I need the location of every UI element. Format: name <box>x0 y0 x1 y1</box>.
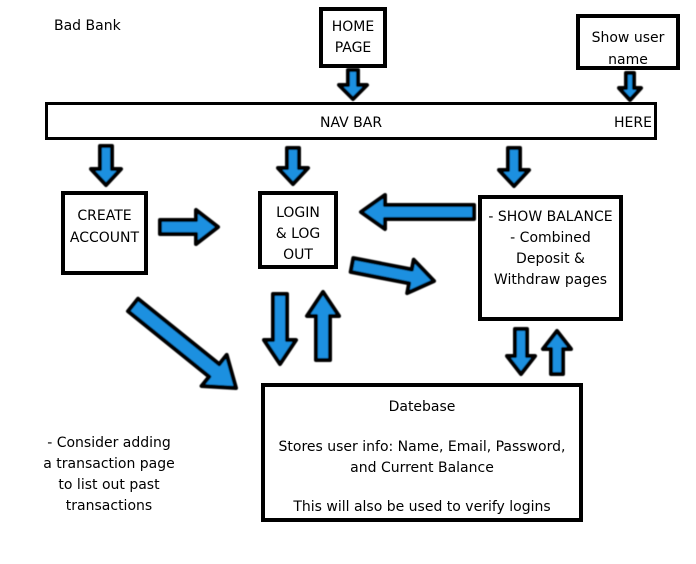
show-balance-line-1: - SHOW BALANCE <box>488 209 613 225</box>
create-account-node: CREATE ACCOUNT <box>61 191 148 275</box>
create-account-line-1: CREATE <box>77 208 132 224</box>
database-title: Datebase <box>388 399 456 415</box>
note-line-4: transactions <box>65 498 153 514</box>
login-logout-line-2: & LOG <box>275 226 321 242</box>
login-logout-line-3: OUT <box>283 247 313 263</box>
arrow-create-to-login <box>158 208 220 246</box>
show-user-name-node: Show user name <box>576 14 680 70</box>
home-page-node: HOME PAGE <box>319 7 387 68</box>
database-line-6: This will also be used to verify logins <box>293 499 551 515</box>
diagram-title: Bad Bank <box>54 18 121 34</box>
arrow-navbar-to-balance <box>497 146 531 188</box>
login-logout-node: LOGIN & LOG OUT <box>258 191 338 269</box>
arrow-database-up-to-balance <box>541 329 573 376</box>
nav-bar-right-label: HERE <box>614 115 652 131</box>
create-account-line-2: ACCOUNT <box>69 230 140 246</box>
login-logout-line-1: LOGIN <box>276 205 320 221</box>
arrow-username-to-navbar <box>617 71 643 102</box>
home-page-line-1: HOME <box>331 19 375 35</box>
show-balance-node: - SHOW BALANCE - Combined Deposit & With… <box>478 195 623 321</box>
arrow-navbar-to-create <box>89 144 123 187</box>
arrow-navbar-to-login <box>276 146 310 186</box>
show-user-name-line-1: Show user <box>591 30 665 46</box>
database-line-4: and Current Balance <box>350 459 494 476</box>
note-line-2: a transaction page <box>43 456 175 472</box>
home-page-line-2: PAGE <box>334 40 372 56</box>
note-line-3: to list out past <box>58 477 160 493</box>
transaction-note: - Consider adding a transaction page to … <box>34 433 184 517</box>
nav-bar-node: NAV BAR HERE <box>45 102 657 140</box>
arrow-balance-down-to-database <box>505 327 537 376</box>
arrow-login-down-to-database <box>262 292 298 366</box>
arrow-home-to-navbar <box>337 68 369 101</box>
show-balance-line-3: Deposit & <box>516 251 585 267</box>
note-line-1: - Consider adding <box>47 435 171 451</box>
arrow-database-up-to-login <box>305 290 341 362</box>
show-user-name-line-2: name <box>608 52 648 68</box>
database-node: Datebase Stores user info: Name, Email, … <box>261 383 583 522</box>
arrow-login-to-balance <box>348 256 436 296</box>
arrow-create-to-database <box>126 296 238 390</box>
show-balance-line-4: Withdraw pages <box>493 272 608 288</box>
show-balance-line-2: - Combined <box>510 230 591 246</box>
nav-bar-label: NAV BAR <box>320 115 383 131</box>
database-line-3: Stores user info: Name, Email, Password, <box>278 438 566 455</box>
arrow-balance-to-login <box>359 193 476 231</box>
